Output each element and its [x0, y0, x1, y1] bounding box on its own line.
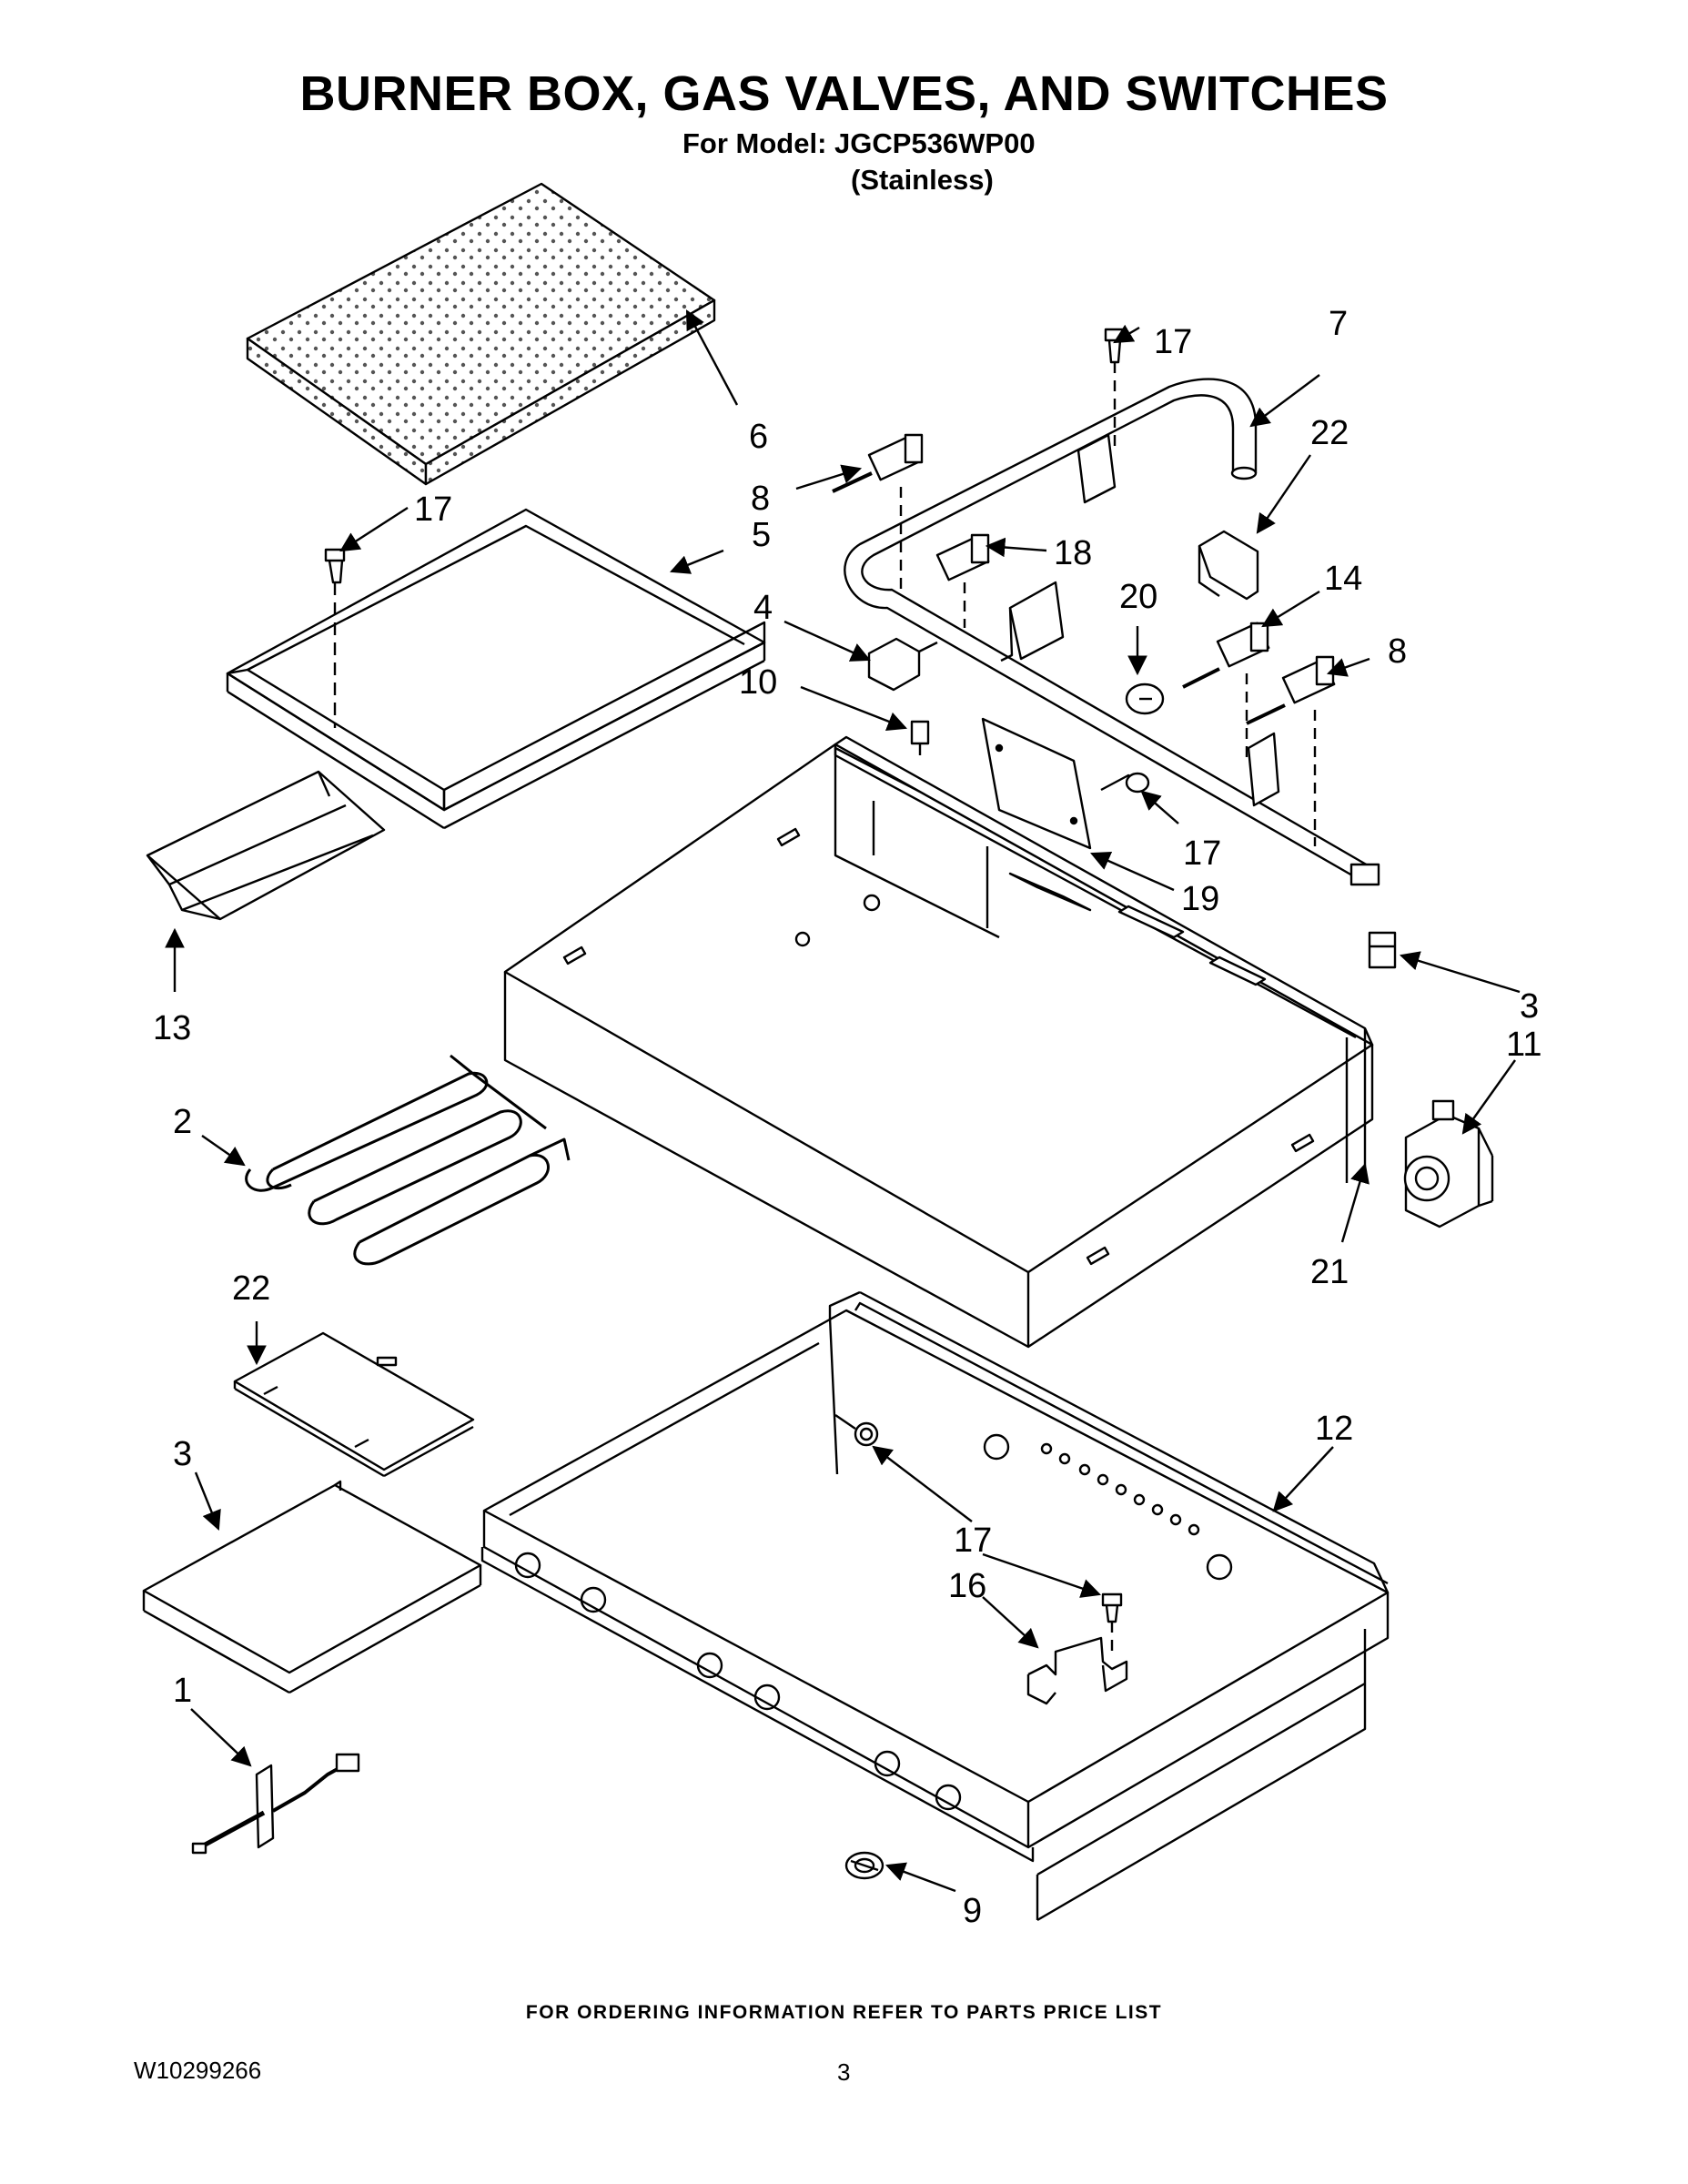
callout-5: 5 [752, 516, 771, 554]
callout-8: 8 [1388, 632, 1407, 671]
drip-tray-frame-part [226, 508, 766, 830]
callout-2: 2 [173, 1103, 192, 1141]
callout-9: 9 [963, 1892, 982, 1930]
valve-bracket-part [1000, 581, 1280, 807]
callout-13: 13 [153, 1009, 191, 1047]
callout-11: 11 [1506, 1026, 1541, 1064]
gas-manifold-part [844, 378, 1380, 886]
gas-valve-14-part [1182, 622, 1270, 764]
callout-19: 19 [1181, 880, 1219, 918]
page-number: 3 [837, 2058, 851, 2086]
ordering-note: FOR ORDERING INFORMATION REFER TO PARTS … [525, 2002, 1163, 2023]
bracket-22-part [1198, 530, 1259, 601]
griddle-plate-part [246, 182, 716, 486]
heat-shield-part [233, 1331, 475, 1478]
burner-box-part [503, 735, 1374, 1349]
screw-17-mid [1100, 772, 1150, 794]
gas-valve-part [832, 433, 924, 592]
callout-17: 17 [1183, 834, 1221, 873]
screw-17-left [324, 548, 346, 728]
callout-10: 10 [739, 663, 777, 702]
leader-arrows [165, 309, 1521, 1893]
disc-part [1125, 682, 1165, 715]
callout-14: 14 [1324, 560, 1362, 598]
regulator-part [1403, 1099, 1494, 1228]
heating-element-part [245, 1054, 571, 1266]
callout-17: 17 [1154, 323, 1192, 361]
callout-4: 4 [753, 589, 773, 627]
control-plate-part [981, 717, 1092, 850]
callout-3: 3 [1520, 987, 1539, 1026]
page-title: BURNER BOX, GAS VALVES, AND SWITCHES [299, 66, 1389, 121]
callout-17: 17 [414, 490, 452, 529]
fitting-part [1368, 931, 1397, 969]
callout-22: 22 [1310, 414, 1349, 452]
callout-7: 7 [1329, 305, 1348, 343]
knob-cap-part [844, 1851, 884, 1880]
callout-labels: 6 17 7 22 8 5 17 18 4 20 14 8 10 17 19 1… [153, 305, 1541, 1930]
finish-label: (Stainless) [851, 164, 994, 196]
model-line: For Model: JGCP536WP00 [682, 127, 1036, 159]
screw-17-base [834, 1414, 879, 1447]
callout-21: 21 [1310, 1253, 1349, 1291]
callout-8: 8 [751, 480, 770, 518]
gas-valve-18-part [935, 533, 990, 628]
grease-trough-part [146, 770, 386, 921]
clip-part [867, 637, 938, 755]
callout-6: 6 [749, 418, 768, 456]
callout-1: 1 [173, 1672, 192, 1710]
callout-3: 3 [173, 1435, 192, 1473]
igniter-part [191, 1753, 360, 1855]
callout-16: 16 [948, 1567, 986, 1605]
callout-22: 22 [232, 1269, 270, 1308]
callout-17: 17 [954, 1522, 992, 1560]
document-number: W10299266 [134, 2057, 262, 2084]
base-box-part [480, 1290, 1390, 1922]
crumb-pan-part [142, 1480, 482, 1694]
callout-12: 12 [1315, 1410, 1353, 1448]
callout-18: 18 [1054, 534, 1092, 572]
callout-20: 20 [1119, 578, 1157, 616]
mounting-bracket-part [1026, 1592, 1128, 1705]
